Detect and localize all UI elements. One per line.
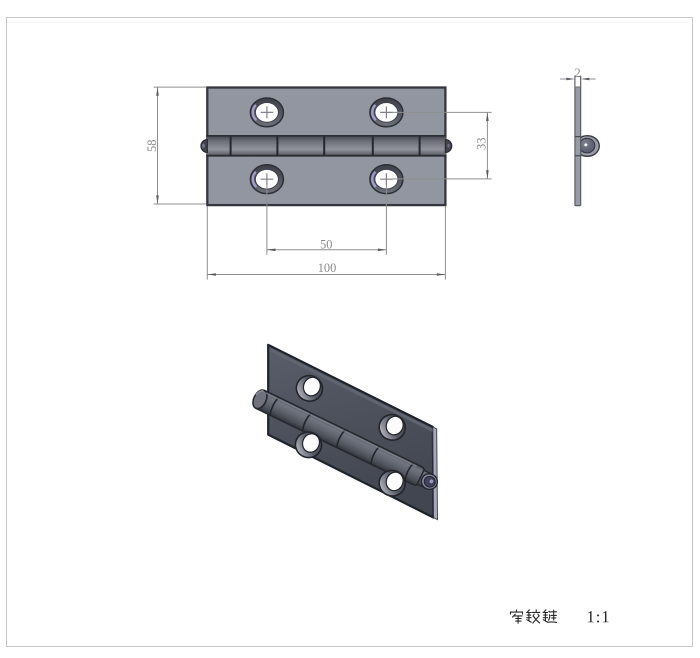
svg-text:58: 58 — [145, 140, 159, 152]
svg-text:50: 50 — [320, 238, 332, 252]
svg-text:1:1: 1:1 — [586, 607, 610, 626]
svg-text:2: 2 — [574, 66, 580, 80]
svg-text:33: 33 — [475, 138, 489, 150]
svg-text:100: 100 — [318, 261, 337, 275]
